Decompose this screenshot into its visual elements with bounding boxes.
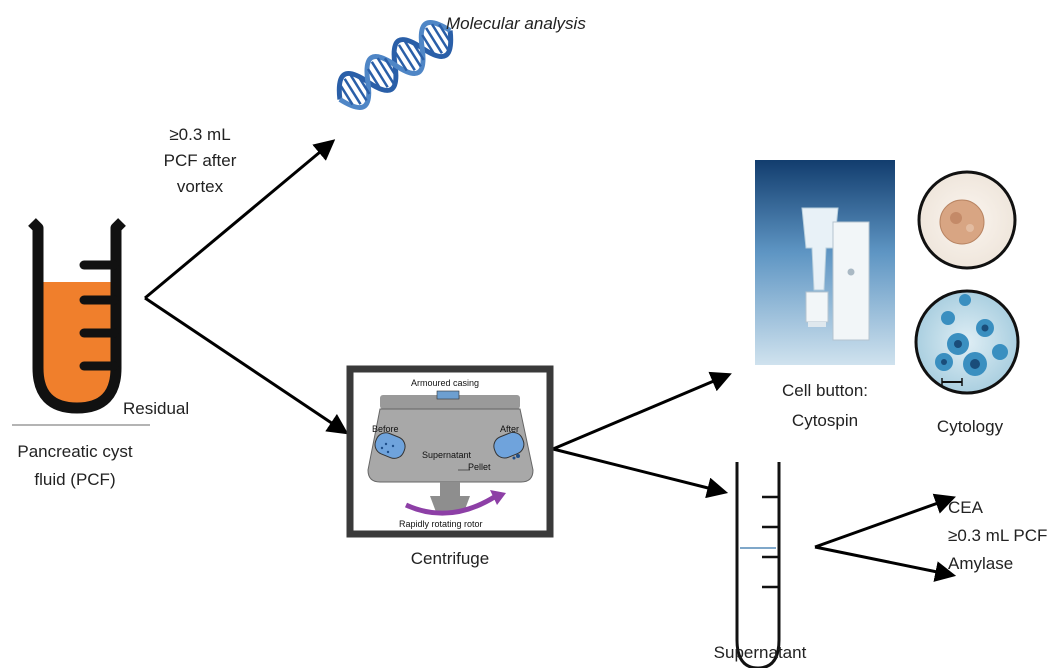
vortex-line-2: PCF after <box>163 151 237 170</box>
arrow-to-cytospin <box>552 371 732 451</box>
residual-label: Residual <box>123 399 190 418</box>
supernatant-inset-label: Supernatant <box>422 450 472 460</box>
pcf-line-1: Pancreatic cyst <box>17 442 133 461</box>
vortex-line-3: vortex <box>176 177 224 196</box>
vortex-line-1: ≥0.3 mL <box>169 125 231 144</box>
arrow-to-centrifuge <box>144 296 349 435</box>
after-label: After <box>500 424 519 434</box>
cell-button-label: Cell button: Cytospin <box>760 376 890 436</box>
pcf-tube-icon <box>12 218 150 426</box>
pcf-line-2: fluid (PCF) <box>34 470 116 489</box>
supernatant-label: Supernatant <box>713 643 807 662</box>
before-label: Before <box>372 424 399 434</box>
molecular-analysis-label: Molecular analysis <box>446 14 586 33</box>
arrow-to-supernatant <box>552 447 729 499</box>
pcf-volume-label: ≥0.3 mL PCF <box>948 526 1048 545</box>
arrow-to-molecular <box>144 139 336 300</box>
arrow-to-amylase <box>814 545 957 582</box>
pellet-label: Pellet <box>468 462 491 472</box>
rotor-label: Rapidly rotating rotor <box>399 519 483 529</box>
pcf-label: Pancreatic cyst fluid (PCF) <box>0 438 150 494</box>
vortex-volume-label: ≥0.3 mL PCF after vortex <box>150 122 250 200</box>
cell-button-line-2: Cytospin <box>791 411 859 430</box>
armoured-casing-label: Armoured casing <box>411 378 479 388</box>
amylase-label: Amylase <box>948 554 1014 573</box>
centrifuge-icon: Armoured casing Before After Supernatant… <box>346 365 554 538</box>
arrow-to-cea <box>814 493 956 549</box>
flow-arrows <box>144 139 957 582</box>
cytospin-icon <box>755 160 895 365</box>
dna-icon <box>336 19 454 111</box>
cytology-label: Cytology <box>936 417 1004 436</box>
cell-button-line-1: Cell button: <box>782 381 868 400</box>
supernatant-tube-icon <box>735 462 781 668</box>
cytology-icon <box>914 170 1020 395</box>
cea-label: CEA <box>948 498 983 517</box>
assay-labels: CEA ≥0.3 mL PCF Amylase <box>948 494 1047 578</box>
centrifuge-label: Centrifuge <box>410 549 490 568</box>
